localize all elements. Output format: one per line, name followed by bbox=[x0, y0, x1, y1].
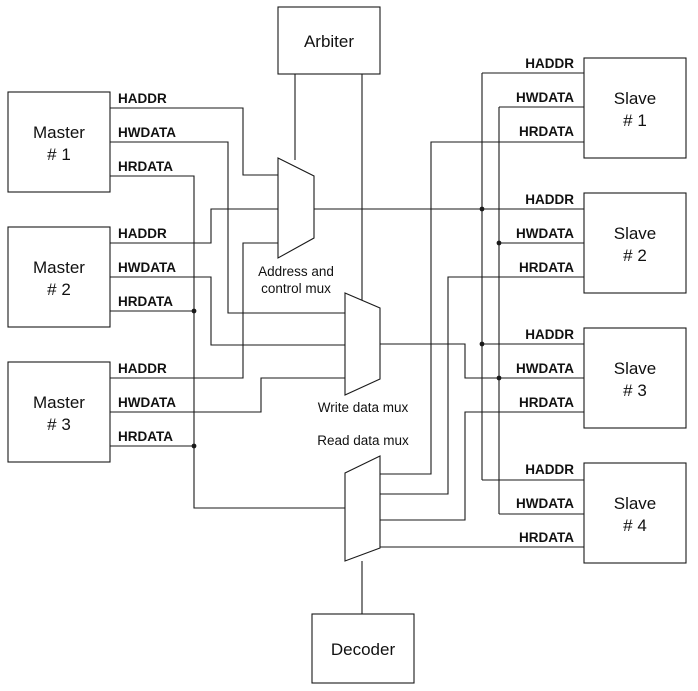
arbiter-block: Arbiter bbox=[277, 6, 381, 75]
signal-label-hwdata: HWDATA bbox=[118, 125, 176, 140]
signal-label-hrdata: HRDATA bbox=[118, 429, 173, 444]
signal-label-haddr: HADDR bbox=[525, 192, 574, 207]
signal-label-haddr: HADDR bbox=[525, 327, 574, 342]
master-number: # 3 bbox=[47, 415, 71, 434]
slave-label: Slave bbox=[614, 224, 657, 243]
signal-label-hrdata: HRDATA bbox=[519, 395, 574, 410]
write-data-mux bbox=[344, 292, 381, 396]
signal-label-hrdata: HRDATA bbox=[519, 530, 574, 545]
junction-dot bbox=[479, 341, 485, 347]
master-label: Master bbox=[33, 123, 85, 142]
signal-label-haddr: HADDR bbox=[118, 361, 167, 376]
signal-label-haddr: HADDR bbox=[525, 462, 574, 477]
master-number: # 1 bbox=[47, 145, 71, 164]
signal-label-hrdata: HRDATA bbox=[118, 159, 173, 174]
junction-dot bbox=[496, 240, 502, 246]
junction-dot bbox=[191, 308, 197, 314]
decoder-block: Decoder bbox=[311, 613, 415, 684]
master-label: Master bbox=[33, 258, 85, 277]
slave-block-2: Slave # 2 bbox=[583, 192, 687, 294]
junction-dot bbox=[191, 443, 197, 449]
signal-label-hwdata: HWDATA bbox=[516, 90, 574, 105]
arbiter-label: Arbiter bbox=[304, 32, 354, 51]
read-mux-caption: Read data mux bbox=[317, 433, 409, 448]
slave-number: # 4 bbox=[623, 516, 647, 535]
signal-label-hwdata: HWDATA bbox=[516, 361, 574, 376]
junction-dot bbox=[496, 375, 502, 381]
signal-label-hrdata: HRDATA bbox=[519, 124, 574, 139]
signal-label-hwdata: HWDATA bbox=[118, 260, 176, 275]
master-label: Master bbox=[33, 393, 85, 412]
slave-block-4: Slave # 4 bbox=[583, 462, 687, 564]
read-data-mux bbox=[344, 455, 381, 562]
slave-number: # 1 bbox=[623, 111, 647, 130]
master-block-2: Master # 2 bbox=[7, 226, 111, 328]
slave-block-1: Slave # 1 bbox=[583, 57, 687, 159]
slave-number: # 3 bbox=[623, 381, 647, 400]
signal-label-hrdata: HRDATA bbox=[519, 260, 574, 275]
slave-label: Slave bbox=[614, 359, 657, 378]
slave-label: Slave bbox=[614, 494, 657, 513]
signal-label-haddr: HADDR bbox=[118, 226, 167, 241]
signal-label-hwdata: HWDATA bbox=[516, 226, 574, 241]
slave-number: # 2 bbox=[623, 246, 647, 265]
master-block-3: Master # 3 bbox=[7, 361, 111, 463]
address-control-mux bbox=[277, 157, 315, 259]
slave-label: Slave bbox=[614, 89, 657, 108]
master-block-1: Master # 1 bbox=[7, 91, 111, 193]
write-mux-caption: Write data mux bbox=[318, 400, 409, 415]
signal-label-haddr: HADDR bbox=[118, 91, 167, 106]
signal-label-hrdata: HRDATA bbox=[118, 294, 173, 309]
decoder-label: Decoder bbox=[331, 640, 396, 659]
signal-label-hwdata: HWDATA bbox=[516, 496, 574, 511]
slave-block-3: Slave # 3 bbox=[583, 327, 687, 429]
wires bbox=[110, 72, 584, 614]
master-number: # 2 bbox=[47, 280, 71, 299]
signal-label-hwdata: HWDATA bbox=[118, 395, 176, 410]
address-mux-caption-line1: Address and bbox=[258, 264, 334, 279]
address-mux-caption-line2: control mux bbox=[261, 281, 331, 296]
junction-dot bbox=[479, 206, 485, 212]
signal-label-haddr: HADDR bbox=[525, 56, 574, 71]
